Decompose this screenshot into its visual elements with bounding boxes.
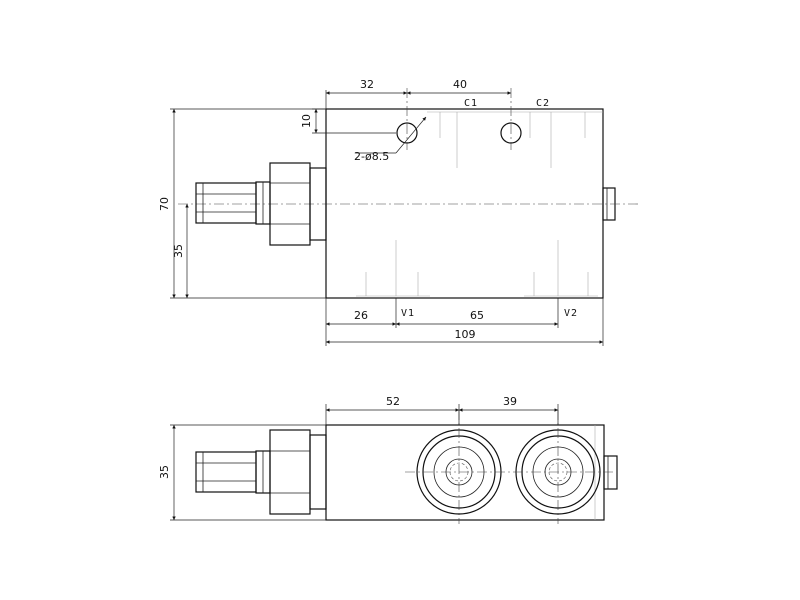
hole-leader xyxy=(395,116,427,154)
dim-26: 26 xyxy=(354,309,368,322)
port-c1: C1 xyxy=(464,98,478,109)
side-body-outline xyxy=(325,424,605,521)
dim-40: 40 xyxy=(453,78,467,91)
dim-39: 39 xyxy=(503,395,517,408)
dim-65: 65 xyxy=(470,309,484,322)
dim-52: 52 xyxy=(386,395,400,408)
side-end-plug xyxy=(603,455,618,490)
top-hidden-ports xyxy=(356,111,603,297)
side-view: 52 39 35 xyxy=(158,395,618,524)
dim-35-top: 35 xyxy=(172,244,185,258)
port-v1: V1 xyxy=(401,308,415,319)
side-fitting xyxy=(195,429,327,515)
top-body-outline xyxy=(325,108,604,299)
dim-10: 10 xyxy=(300,114,313,128)
dim-35-side: 35 xyxy=(158,465,171,479)
dim-70: 70 xyxy=(158,197,171,211)
hole-note: 2-ø8.5 xyxy=(354,150,389,163)
port-c2: C2 xyxy=(536,98,550,109)
dim-32: 32 xyxy=(360,78,374,91)
port-v2: V2 xyxy=(564,308,578,319)
top-fitting xyxy=(195,162,327,246)
top-view: 32 40 C1 C2 10 2-ø8.5 70 35 V1 V2 xyxy=(158,78,640,346)
dim-109: 109 xyxy=(455,328,476,341)
